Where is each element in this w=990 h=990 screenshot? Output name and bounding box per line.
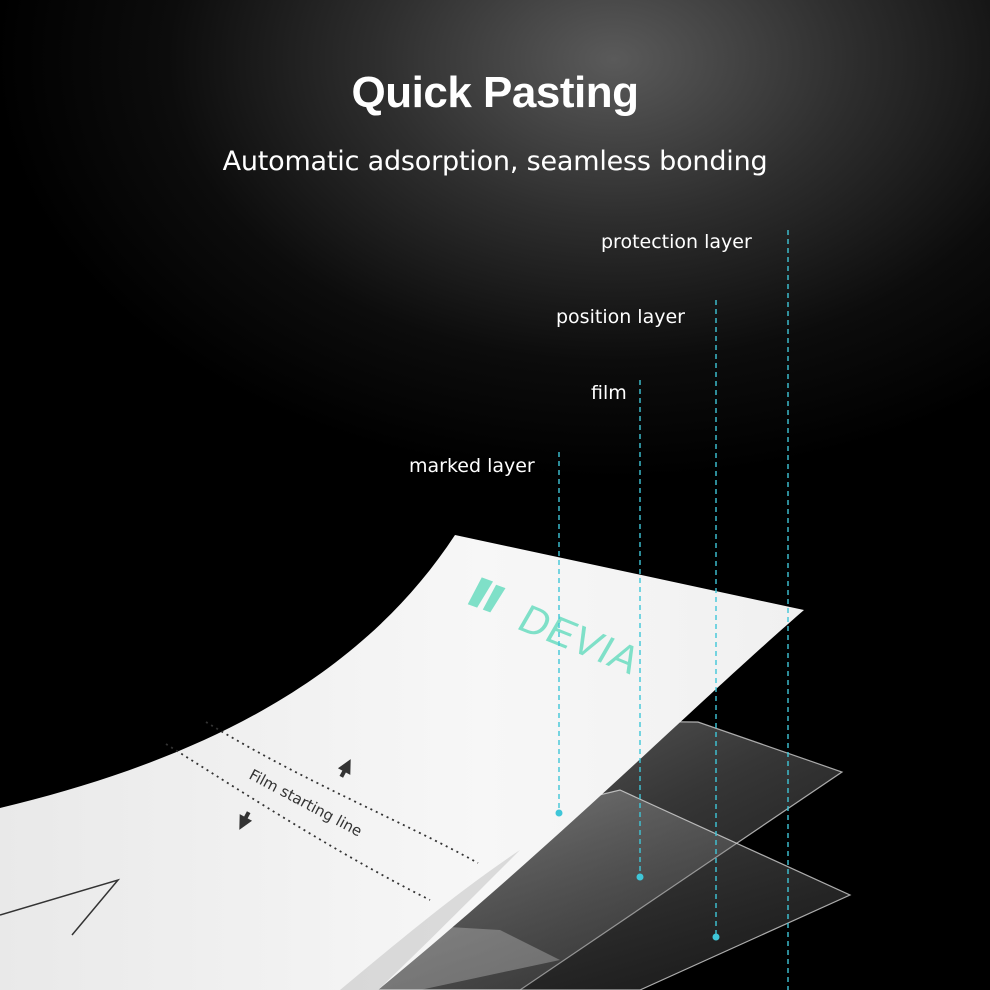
leader-dot-marked [555, 809, 563, 817]
dotted-guide-bottom [165, 743, 431, 901]
protection-sheet [0, 535, 804, 990]
dotted-guide-top [205, 721, 479, 864]
brand-logo-icon [467, 577, 506, 613]
label-marked-layer: marked layer [409, 455, 535, 477]
page-subtitle: Automatic adsorption, seamless bonding [222, 146, 768, 177]
label-position-layer: position layer [556, 306, 685, 328]
leader-dot-position [712, 933, 720, 941]
sheet-outline-shape [0, 878, 121, 936]
label-film: film [591, 382, 627, 404]
arrow-down-icon [239, 811, 253, 830]
arrow-up-icon [337, 759, 351, 778]
page-title: Quick Pasting [351, 68, 639, 117]
label-protection-layer: protection layer [601, 231, 752, 253]
leader-dot-film [636, 873, 644, 881]
leader-lines [558, 230, 789, 990]
sheet-shade [340, 850, 520, 990]
